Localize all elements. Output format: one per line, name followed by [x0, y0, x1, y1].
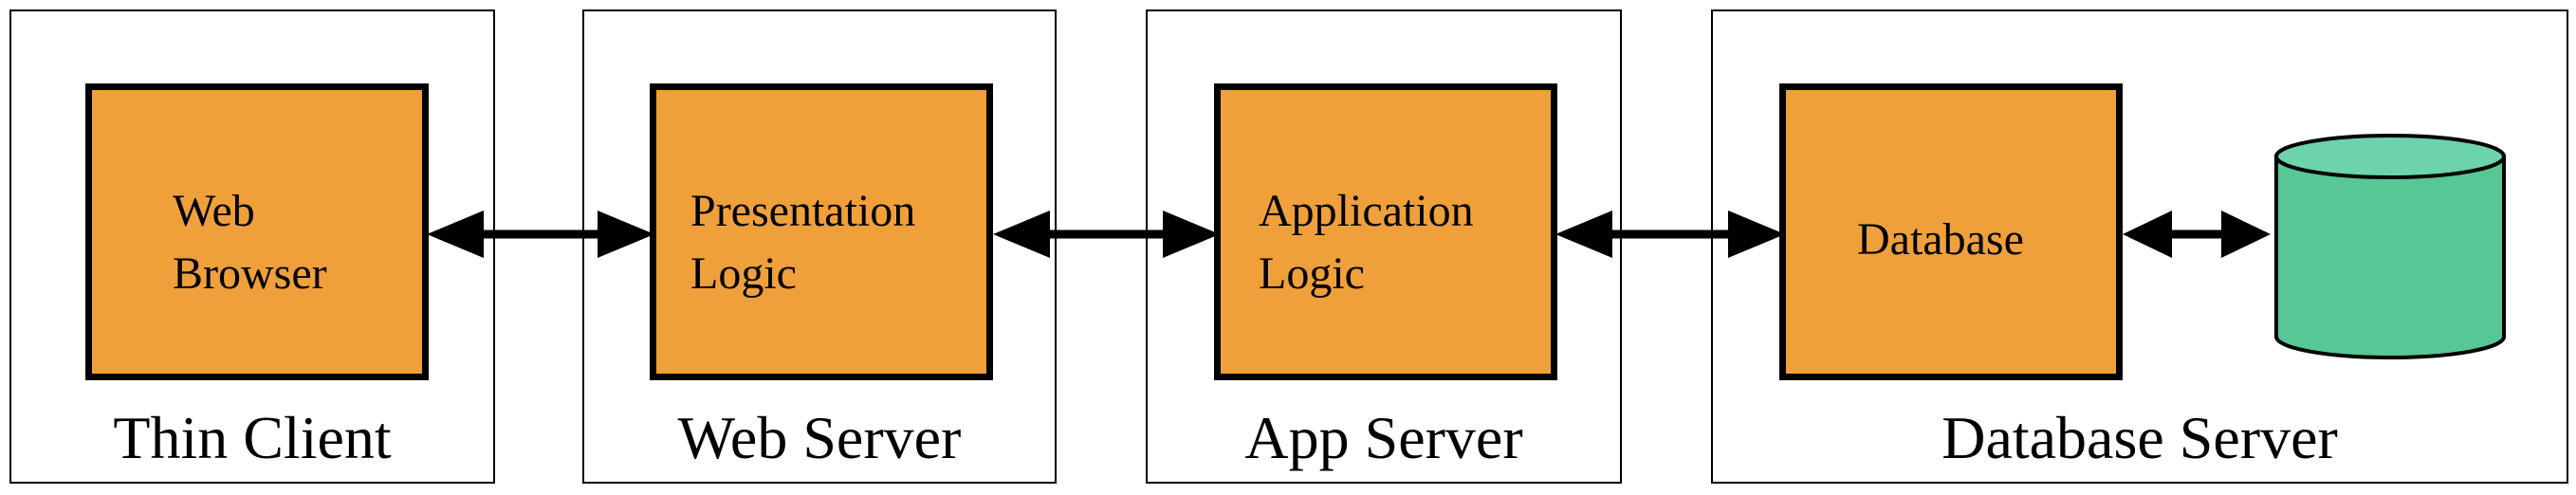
application-logic-component: Application Logic: [1214, 83, 1557, 380]
tier-label-database-server: Database Server: [1941, 404, 2338, 471]
tier-label-web-server: Web Server: [677, 404, 962, 471]
tier-label-thin-client: Thin Client: [113, 404, 392, 471]
web-browser-component: Web Browser: [85, 83, 429, 380]
double-arrow-icon: [1555, 211, 1785, 258]
database-component: Database: [1779, 83, 2123, 380]
component-line: Logic: [690, 248, 797, 299]
tier-thin-client: Web Browser Thin Client: [9, 9, 495, 484]
component-line: Browser: [173, 248, 327, 299]
double-arrow-icon: [427, 211, 654, 258]
presentation-logic-label: Presentation Logic: [690, 180, 915, 305]
tier-label-app-server: App Server: [1244, 404, 1523, 471]
database-label: Database: [1857, 214, 2024, 265]
tier-web-server: Presentation Logic Web Server: [582, 9, 1057, 484]
component-line: Logic: [1259, 248, 1365, 299]
tier-app-server: Application Logic App Server: [1146, 9, 1622, 484]
double-arrow-icon: [2123, 211, 2271, 258]
database-cylinder-icon: [2274, 134, 2506, 359]
component-line: Web: [173, 186, 255, 236]
component-line: Presentation: [690, 186, 916, 236]
component-line: Application: [1259, 186, 1474, 236]
application-logic-label: Application Logic: [1259, 180, 1474, 305]
web-browser-label: Web Browser: [173, 180, 327, 305]
presentation-logic-component: Presentation Logic: [650, 83, 993, 380]
double-arrow-icon: [993, 211, 1220, 258]
